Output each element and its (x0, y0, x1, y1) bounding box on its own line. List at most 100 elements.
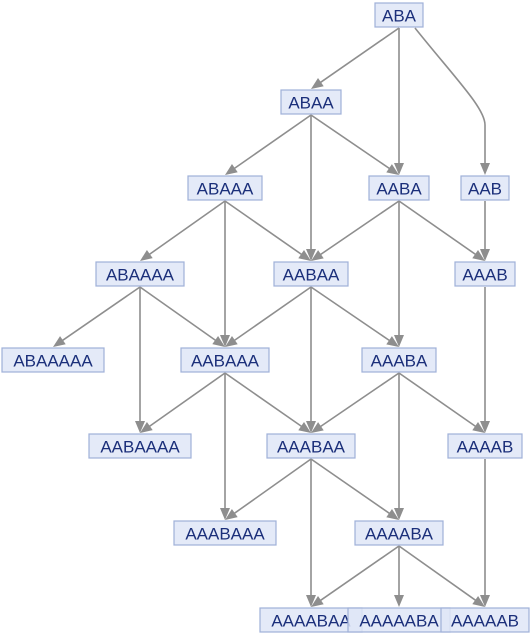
edge-arrowhead (472, 250, 485, 261)
edge-AABAA-to-AAABA (310, 286, 399, 347)
edge-ABAA-to-ABAAA (225, 114, 312, 175)
edge-arrowhead (386, 336, 399, 347)
edge-ABA-to-AAB (414, 27, 490, 175)
edge-AABAAA-to-AAABAAA (220, 373, 230, 520)
node-ABA: ABA (374, 2, 424, 28)
edge-line (147, 372, 226, 428)
edges-layer (53, 27, 490, 607)
node-box (454, 261, 516, 287)
edge-arrowhead (386, 509, 399, 520)
node-box (173, 520, 277, 546)
edge-line (232, 286, 312, 342)
edge-line (232, 114, 312, 170)
edge-arrowhead (225, 508, 238, 520)
edge-AAABA-to-AAABAA (311, 372, 400, 433)
edge-AAABAA-to-AAAABAA (306, 459, 316, 607)
node-AAAABA: AAAABA (354, 520, 444, 546)
node-AABAAA: AABAAA (180, 347, 270, 373)
node-label: AAAAB (457, 438, 514, 457)
edge-line (414, 27, 486, 165)
edge-arrowhead (53, 336, 66, 347)
edge-arrowhead (480, 595, 490, 607)
edge-arrowhead (472, 422, 485, 433)
edge-arrowhead (220, 335, 230, 347)
node-label: AAAB (462, 266, 507, 285)
node-label: AABA (376, 180, 422, 199)
edge-arrowhead (394, 335, 404, 347)
node-box (440, 607, 530, 633)
edge-ABAAAA-to-ABAAAAA (53, 286, 141, 347)
node-AAABA: AAABA (361, 347, 437, 373)
edge-arrowhead (306, 249, 316, 261)
edge-ABAAAA-to-AABAAAA (135, 287, 145, 433)
node-box (88, 433, 192, 459)
node-AAAAAAB: AAAAAB (440, 607, 530, 633)
edge-arrowhead (386, 164, 399, 175)
edge-AAAABA-to-AAAABAA (311, 545, 400, 607)
edge-AABAAA-to-AABAAAA (140, 372, 226, 433)
edge-ABAAA-to-ABAAAA (140, 200, 226, 261)
node-AAAAABA: AAAAABA (347, 607, 451, 633)
edge-arrowhead (298, 422, 311, 433)
node-box (347, 607, 451, 633)
node-label: AABAAAA (100, 438, 180, 457)
edge-ABA-to-ABAA (311, 27, 400, 89)
node-box (374, 2, 424, 28)
edge-AABAA-to-AAABAA (306, 287, 316, 433)
edge-arrowhead (220, 508, 230, 520)
edge-line (398, 200, 478, 256)
node-ABAA: ABAA (280, 89, 342, 115)
edge-AABAAA-to-AAABAA (224, 372, 311, 433)
node-AAAB: AAAB (454, 261, 516, 287)
node-label: ABAAA (197, 180, 254, 199)
node-box (361, 347, 437, 373)
edge-line (310, 286, 392, 343)
node-label: ABA (382, 7, 417, 26)
node-ABAAA: ABAAA (187, 175, 263, 201)
edge-line (60, 286, 141, 342)
node-AAAAB: AAAAB (447, 433, 523, 459)
edge-AABA-to-AAAB (398, 200, 485, 261)
node-box (187, 175, 263, 201)
node-AAABAA: AAABAA (266, 433, 356, 459)
edge-arrowhead (306, 595, 316, 607)
edge-arrowhead (472, 595, 485, 607)
edge-AAABAA-to-AAABAAA (225, 458, 312, 520)
edge-AAAABA-to-AAAAAAB (398, 545, 485, 607)
node-box (460, 175, 510, 201)
edge-AABA-to-AAABA (394, 201, 404, 347)
edge-line (139, 286, 218, 342)
edge-arrowhead (394, 508, 404, 520)
node-AAAABAA: AAAABAA (259, 607, 363, 633)
edge-arrowhead (311, 78, 324, 89)
edge-arrowhead (394, 163, 404, 175)
node-AABA: AABA (368, 175, 430, 201)
edge-ABAAA-to-AABAA (224, 200, 311, 261)
node-label: AAABAAA (185, 525, 265, 544)
edge-arrowhead (311, 596, 324, 607)
node-label: ABAAAA (106, 266, 175, 285)
node-label: AAAAABA (359, 612, 439, 631)
edge-AABA-to-AABAA (311, 200, 400, 261)
edge-AAABAA-to-AAAABA (310, 458, 399, 520)
node-AAABAAA: AAABAAA (173, 520, 277, 546)
edge-AAB-to-AAAB (480, 201, 490, 261)
node-box (280, 89, 342, 115)
edge-AAABA-to-AAAAB (398, 372, 485, 433)
edge-ABAAAA-to-AABAAA (139, 286, 225, 347)
edge-arrowhead (306, 421, 316, 433)
edge-AAAABA-to-AAAAABA (394, 546, 404, 607)
node-label: AAB (468, 180, 502, 199)
edge-line (318, 545, 400, 602)
edge-AAAAB-to-AAAAAAB (480, 459, 490, 607)
node-box (266, 433, 356, 459)
edge-line (224, 200, 304, 256)
node-AABAA: AABAA (273, 261, 349, 287)
edge-arrowhead (394, 595, 404, 607)
edge-line (310, 114, 392, 171)
node-box (447, 433, 523, 459)
node-label: AAABA (371, 352, 428, 371)
edge-arrowhead (212, 335, 225, 347)
